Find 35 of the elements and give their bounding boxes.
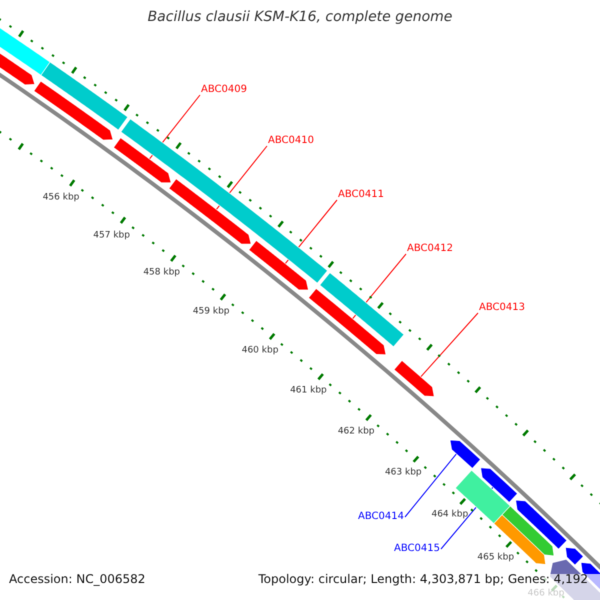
gene-label: ABC0414: [358, 511, 404, 523]
gene-feature: [40, 62, 128, 130]
accession-text: Accession: NC_006582: [9, 572, 146, 586]
scale-label: 458 kbp: [143, 268, 180, 279]
gene-feature: [394, 360, 435, 397]
gene-label: ABC0415: [394, 543, 440, 555]
gene-label: ABC0412: [407, 243, 453, 255]
gene-feature: [168, 178, 252, 244]
leader-line: [420, 312, 478, 378]
scale-label: 456 kbp: [42, 192, 80, 204]
gene-label: ABC0409: [201, 84, 247, 96]
gene-feature: [34, 80, 114, 140]
gene-label: ABC0410: [268, 135, 314, 147]
scale-label: 460 kbp: [242, 346, 278, 357]
gene-feature: [515, 500, 568, 550]
leader-line: [404, 453, 457, 518]
scale-label: 461 kbp: [290, 386, 327, 397]
gene-feature: [308, 288, 386, 355]
scale-label: 465 kbp: [477, 552, 514, 564]
gene-feature: [480, 467, 518, 503]
gene-feature: [248, 240, 309, 290]
gene-feature: [450, 440, 481, 469]
gene-label: ABC0411: [338, 189, 384, 201]
gene-label: ABC0413: [479, 302, 525, 314]
scale-label: 463 kbp: [384, 468, 422, 479]
chart-title: Bacillus clausii KSM-K16, complete genome: [146, 9, 454, 25]
gene-feature: [319, 272, 404, 348]
gene-feature: [565, 547, 584, 566]
scale-label: 462 kbp: [338, 426, 374, 438]
scale-label: 459 kbp: [192, 306, 230, 318]
gene-feature: [113, 137, 172, 184]
gene-feature: [493, 514, 546, 565]
scale-label: 457 kbp: [93, 230, 130, 241]
scale-label: 464 kbp: [431, 510, 468, 521]
genome-summary-text: Topology: circular; Length: 4,303,871 bp; Genes: 4,192: [258, 572, 588, 586]
